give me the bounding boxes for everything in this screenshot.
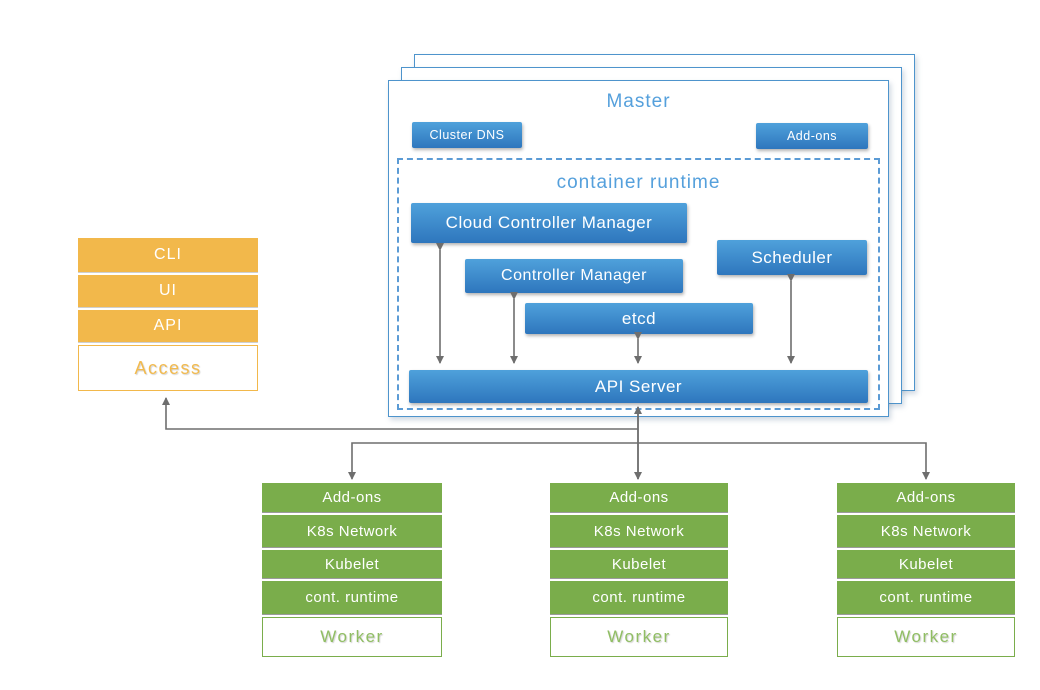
worker-row-addons: Add-ons [262,483,442,512]
cluster-dns-box: Cluster DNS [412,122,522,148]
worker-node-1: Add-ons K8s Network Kubelet cont. runtim… [262,483,442,657]
access-row-ui: UI [78,275,258,307]
etcd-box: etcd [525,303,753,334]
cloud-controller-manager-box: Cloud Controller Manager [411,203,687,243]
worker-row-cont-runtime: cont. runtime [550,581,728,614]
worker-row-k8s-network: K8s Network [837,515,1015,547]
worker-row-k8s-network: K8s Network [262,515,442,547]
access-row-api: API [78,310,258,342]
access-stack: CLI UI API Access [78,238,258,391]
controller-manager-box: Controller Manager [465,259,683,293]
arrow-apiserver-worker1 [348,442,638,480]
access-row-cli: CLI [78,238,258,272]
scheduler-box: Scheduler [717,240,867,275]
worker-row-cont-runtime: cont. runtime [262,581,442,614]
addons-master-box: Add-ons [756,123,868,149]
container-runtime-title: container runtime [556,172,721,193]
worker-base-label: Worker [550,617,728,657]
arrow-apiserver-worker3 [638,442,930,480]
worker-row-kubelet: Kubelet [262,550,442,578]
worker-row-kubelet: Kubelet [550,550,728,578]
worker-base-label: Worker [837,617,1015,657]
worker-node-2: Add-ons K8s Network Kubelet cont. runtim… [550,483,728,657]
worker-row-kubelet: Kubelet [837,550,1015,578]
worker-row-cont-runtime: cont. runtime [837,581,1015,614]
worker-node-3: Add-ons K8s Network Kubelet cont. runtim… [837,483,1015,657]
access-base-label: Access [78,345,258,391]
worker-row-k8s-network: K8s Network [550,515,728,547]
worker-row-addons: Add-ons [837,483,1015,512]
worker-row-addons: Add-ons [550,483,728,512]
master-title: Master [606,91,671,112]
api-server-box: API Server [409,370,868,403]
worker-base-label: Worker [262,617,442,657]
